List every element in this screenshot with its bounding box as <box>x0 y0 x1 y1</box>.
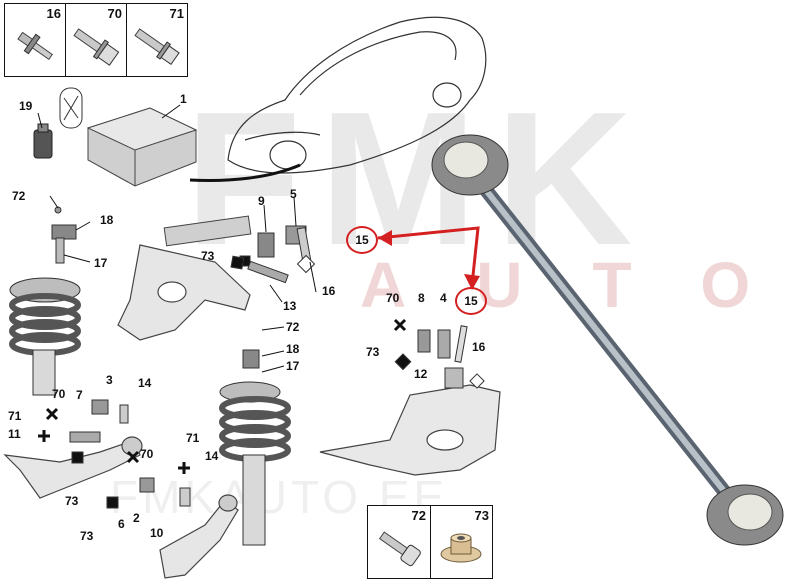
middle-spring-strut <box>219 349 291 546</box>
fastener-cell-16: 16 <box>5 4 66 76</box>
upper-control-arm <box>117 244 251 341</box>
callout-15-lower: 15 <box>455 287 487 315</box>
push-rivet-icon <box>17 31 53 61</box>
wrench-icon <box>59 87 83 129</box>
part-label: 8 <box>418 291 425 305</box>
stabilizer-link <box>431 134 784 546</box>
arrow-head-left <box>378 230 392 246</box>
part-label: 16 <box>322 284 336 298</box>
upper-shock <box>163 215 252 247</box>
lower-left-arm <box>3 436 143 499</box>
fastener-cell-73: 73 <box>431 506 493 578</box>
fastener-number: 71 <box>169 6 184 21</box>
part-label: 2 <box>133 511 140 525</box>
callout-15-lower-number: 15 <box>464 294 478 308</box>
lower-right-arm <box>319 384 501 476</box>
part-label: 18 <box>100 213 114 227</box>
part-label: 10 <box>150 526 164 540</box>
right-sensor-parts <box>394 325 485 389</box>
part-label: 72 <box>12 189 26 203</box>
part-label: 73 <box>366 345 380 359</box>
part-label: 6 <box>118 517 125 531</box>
upper-left-sensor <box>51 206 77 264</box>
flange-nut-icon <box>440 533 482 563</box>
part-label: 1 <box>180 92 187 106</box>
part-label: 12 <box>414 367 428 381</box>
part-label: 4 <box>440 291 447 305</box>
fastener-cell-71: 71 <box>127 4 188 76</box>
fasteners-box: 16 70 71 <box>4 3 188 77</box>
allen-bolt-icon <box>378 531 421 567</box>
car-outline <box>227 16 487 174</box>
arrow-head-down <box>464 274 480 290</box>
actuator-9-5 <box>239 225 316 284</box>
part-label: 70 <box>140 447 154 461</box>
lower-middle-arm <box>159 494 239 579</box>
part-label: 73 <box>201 249 215 263</box>
part-label: 14 <box>205 449 219 463</box>
part-label: 70 <box>386 291 400 305</box>
callout-15-upper-number: 15 <box>355 233 369 247</box>
part-label: 71 <box>186 431 200 445</box>
part-label: 14 <box>138 376 152 390</box>
leader-lines <box>37 104 317 373</box>
callout-15-upper: 15 <box>346 226 378 254</box>
part-label: 70 <box>52 387 66 401</box>
fastener-number: 73 <box>474 508 489 523</box>
fastener-cell-72: 72 <box>368 506 431 578</box>
left-spring-strut <box>9 277 81 396</box>
part-label: 7 <box>76 388 83 402</box>
fastener-number: 16 <box>46 6 61 21</box>
sensor-19 <box>33 123 53 159</box>
part-label: 17 <box>286 359 300 373</box>
part-label: 73 <box>80 529 94 543</box>
fastener-cell-70: 70 <box>66 4 127 76</box>
part-label: 18 <box>286 342 300 356</box>
part-label: 71 <box>8 409 22 423</box>
bottom-fasteners-box: 72 73 <box>367 505 493 579</box>
part-label: 19 <box>19 99 33 113</box>
part-label: 72 <box>286 320 300 334</box>
hex-bolt-icon <box>134 28 180 66</box>
flange-bolt-icon <box>73 28 120 66</box>
marker-crosses <box>38 318 407 474</box>
part-label: 16 <box>472 340 486 354</box>
part-label: 13 <box>283 299 297 313</box>
part-label: 11 <box>8 427 21 441</box>
ecu-cable <box>189 163 301 182</box>
fastener-number: 72 <box>411 508 426 523</box>
part-label: 9 <box>258 194 265 208</box>
ecu-unit <box>86 107 198 187</box>
part-label: 17 <box>94 256 108 270</box>
left-small-parts <box>69 255 245 509</box>
fastener-number: 70 <box>107 6 122 21</box>
part-label: 73 <box>65 494 79 508</box>
callout-arrow <box>377 226 480 286</box>
part-label: 3 <box>106 373 113 387</box>
part-label: 5 <box>290 187 297 201</box>
